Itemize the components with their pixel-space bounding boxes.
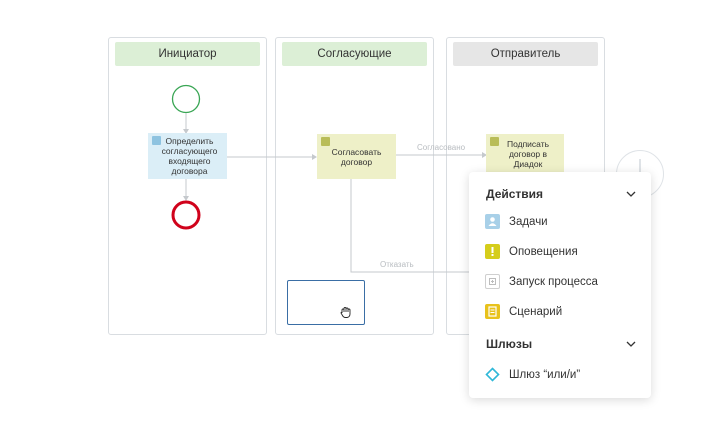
gateway-diamond-icon — [485, 367, 500, 382]
process-launch-icon — [485, 274, 500, 289]
menu-item-process-launch-label: Запуск процесса — [509, 275, 598, 288]
flow-label-approved: Согласовано — [417, 143, 466, 152]
flow-label-rejected: Отказать — [380, 260, 414, 269]
gateways-section-title: Шлюзы — [486, 337, 533, 351]
menu-item-tasks[interactable]: Задачи — [485, 214, 548, 229]
arrowhead-define-end — [183, 196, 189, 201]
task-sign-label: Подписать договор в Диадок — [506, 139, 550, 169]
dragged-new-element[interactable] — [287, 280, 365, 325]
task-define-label: Определить согласующего входящего догово… — [161, 136, 218, 176]
flow-reject — [350, 179, 470, 273]
start-event — [171, 84, 201, 114]
menu-item-notifications-label: Оповещения — [509, 245, 578, 258]
menu-item-notifications[interactable]: Оповещения — [485, 244, 578, 259]
arrowhead-define-approve — [312, 154, 317, 160]
menu-item-tasks-label: Задачи — [509, 215, 548, 228]
script-icon — [485, 304, 500, 319]
arrowhead-start-define — [183, 129, 189, 134]
menu-item-process-launch[interactable]: Запуск процесса — [485, 274, 598, 289]
arrowhead-approve-sign — [482, 152, 487, 158]
lane-title-approvers: Согласующие — [282, 42, 427, 66]
grab-cursor-icon — [340, 307, 351, 318]
task-approve-label: Согласовать договор — [331, 146, 382, 167]
task-sign-contract[interactable]: Подписать договор в Диадок — [486, 134, 564, 179]
gateways-section-header[interactable]: Шлюзы — [486, 337, 637, 351]
menu-item-script[interactable]: Сценарий — [485, 304, 562, 319]
notification-icon — [485, 244, 500, 259]
menu-item-gateway-or-and[interactable]: Шлюз “или/и” — [485, 367, 580, 382]
end-event — [171, 200, 201, 230]
element-palette-menu: Действия Задачи Оповещения Запуск процес… — [469, 172, 651, 398]
actions-section-header[interactable]: Действия — [486, 187, 637, 201]
task-icon — [485, 214, 500, 229]
user-task-icon — [152, 136, 161, 145]
chevron-down-icon — [626, 341, 636, 347]
menu-item-script-label: Сценарий — [509, 305, 563, 318]
lane-title-initiator: Инициатор — [115, 42, 260, 66]
script-task-icon — [490, 137, 499, 146]
task-define-approver[interactable]: Определить согласующего входящего догово… — [148, 133, 227, 179]
task-approve-contract[interactable]: Согласовать договор — [317, 134, 396, 179]
chevron-down-icon — [626, 191, 636, 197]
lane-title-sender: Отправитель — [453, 42, 598, 66]
actions-section-title: Действия — [486, 187, 544, 201]
script-task-icon — [321, 137, 330, 146]
menu-item-gateway-label: Шлюз “или/и” — [509, 368, 581, 381]
